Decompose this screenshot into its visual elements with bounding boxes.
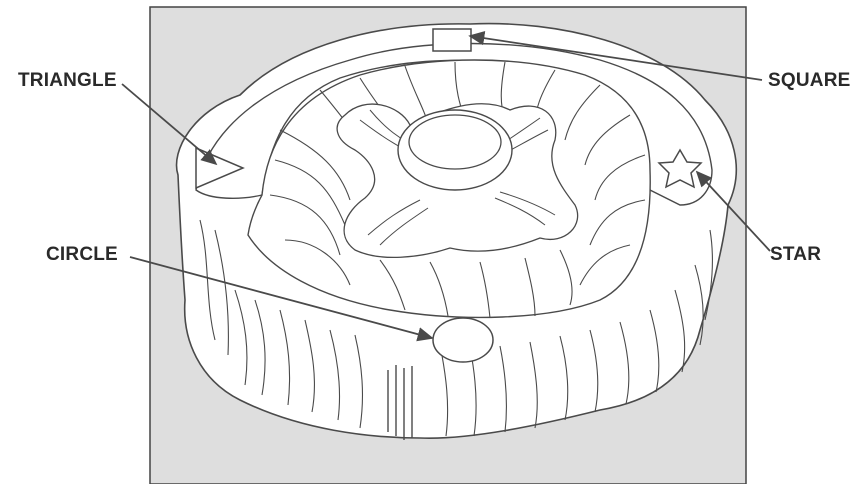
triangle-label: TRIANGLE xyxy=(18,70,117,92)
circle-slot xyxy=(433,318,493,362)
star-label: STAR xyxy=(770,244,821,266)
square-label: SQUARE xyxy=(768,70,851,92)
square-slot xyxy=(433,29,471,51)
circle-label: CIRCLE xyxy=(46,244,118,266)
center-disc-inner xyxy=(409,115,501,169)
